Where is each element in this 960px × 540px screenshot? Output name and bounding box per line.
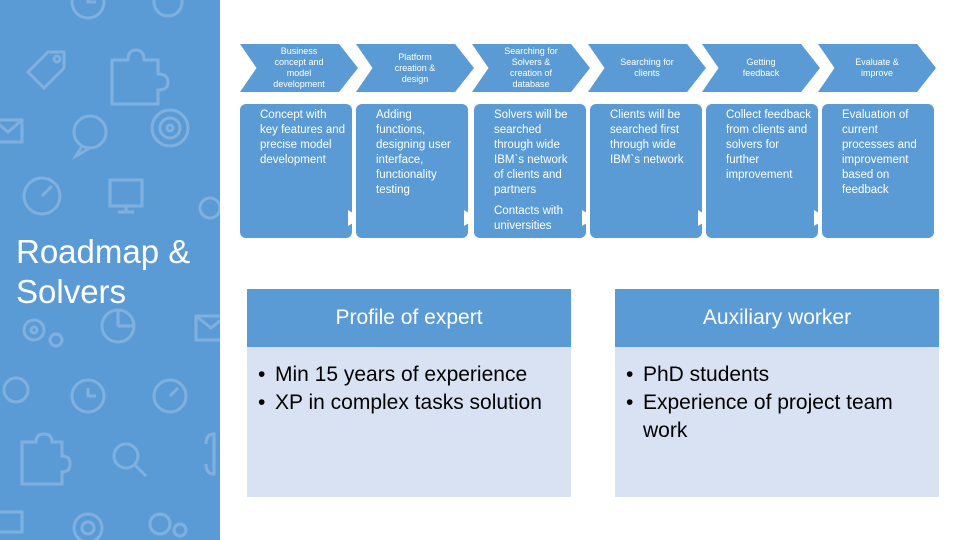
chevron-label: Getting feedback [742,57,780,78]
card-body: Min 15 years of experience XP in complex… [247,347,571,497]
mail-icon [0,510,24,534]
card-title: Auxiliary worker [615,289,939,347]
slide-title: Roadmap & Solvers [16,233,191,310]
puzzle-icon [20,432,72,486]
process-chevron-1: Business concept and model development [240,44,358,92]
gear-icon [22,318,64,348]
lightbulb-icon [198,196,220,220]
process-step-3: Solvers will be searched through wide IB… [474,104,595,238]
step-text: Collect feedback from clients and solver… [726,109,812,181]
card-expert-profile: Profile of expert Min 15 years of experi… [247,289,571,497]
card-list: Min 15 years of experience XP in complex… [257,361,561,417]
list-item: XP in complex tasks solution [258,389,561,417]
chevron-label: Evaluate & improve [855,57,899,78]
step-text: Concept with key features and precise mo… [260,109,346,166]
target-icon [150,108,190,148]
chevron-label: Platform creation & design [394,51,436,84]
step-text: Clients will be searched first through w… [610,109,684,166]
process-chevron-4: Searching for clients [588,44,706,92]
lightbulb-icon [2,376,30,404]
list-item: Experience of project team work [626,389,929,445]
chart-icon [100,308,136,344]
process-chevron-6: Evaluate & improve [818,44,936,92]
process-chevron-3: Searching for Solvers & creation of data… [472,44,590,92]
step-text: Adding functions, designing user interfa… [376,109,451,196]
puzzle-icon [110,48,170,106]
card-body: PhD students Experience of project team … [615,347,939,497]
chat-icon [152,0,184,18]
step-extra-text: Contacts with universities [494,205,564,232]
chevron-label: Business concept and model development [273,46,325,89]
chevron-label: Searching for Solvers & creation of data… [504,46,558,89]
card-title: Profile of expert [247,289,571,347]
background-icons [0,0,220,540]
clock-icon [70,0,106,20]
speedometer-icon [22,176,62,216]
process-step-4: Clients will be searched first through w… [590,104,711,238]
clock-icon [70,378,106,414]
list-item: Min 15 years of experience [258,361,561,389]
card-auxiliary-worker: Auxiliary worker PhD students Experience… [615,289,939,497]
process-step-6: Evaluation of current processes and impr… [822,104,934,238]
chevron-label: Searching for clients [620,57,674,78]
mail-icon [194,314,220,342]
gear-icon [148,512,188,538]
chart-icon [108,178,144,214]
step-text: Solvers will be searched through wide IB… [494,109,568,196]
chat-icon [71,114,108,161]
target-icon [72,512,104,540]
lightbulb-icon [204,432,216,476]
mail-icon [0,118,24,144]
card-list: PhD students Experience of project team … [625,361,929,445]
process-chevron-5: Getting feedback [702,44,820,92]
step-text: Evaluation of current processes and impr… [842,109,917,196]
process-step-1: Concept with key features and precise mo… [240,104,361,238]
process-chevron-2: Platform creation & design [356,44,474,92]
sidebar-panel: Roadmap & Solvers [0,0,220,540]
process-step-2: Adding functions, designing user interfa… [356,104,477,238]
magnifier-icon [112,442,148,478]
list-item: PhD students [626,361,929,389]
arrow-right-icon [464,210,477,226]
speedometer-icon [152,378,188,414]
process-step-5: Collect feedback from clients and solver… [706,104,827,238]
tag-icon [25,50,66,91]
